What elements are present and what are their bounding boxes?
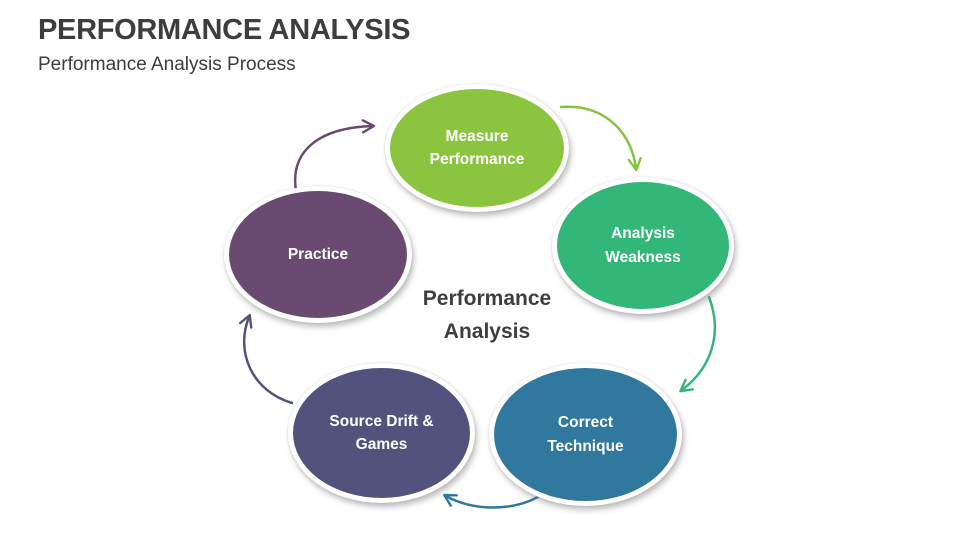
- node-label-line: Source Drift &: [329, 412, 434, 430]
- node-label-line: Performance: [429, 151, 525, 168]
- center-label-line: Performance: [422, 287, 552, 310]
- arrow-practice-to-measure: [293, 119, 376, 193]
- arrow-analysis-to-correct: [679, 295, 717, 393]
- heading-block: PERFORMANCE ANALYSIS Performance Analysi…: [38, 14, 410, 77]
- node-label-line: Weakness: [605, 248, 681, 266]
- arrow-source-to-practice: [238, 313, 294, 405]
- arrow-correct-to-source: [443, 490, 548, 509]
- node-analysis-weakness: Analysis Weakness: [552, 177, 734, 314]
- node-label-line: Correct: [557, 414, 614, 432]
- node-label-line: Games: [355, 436, 408, 453]
- slide-subtitle: Performance Analysis Process: [38, 54, 296, 76]
- diagram-center-label: Performance Analysis: [392, 283, 582, 348]
- node-measure-performance: Measure Performance: [385, 84, 569, 212]
- center-label-line: Analysis: [443, 319, 531, 343]
- node-label-line: Measure: [445, 127, 509, 145]
- node-label-line: Analysis: [611, 225, 675, 243]
- arrow-measure-to-analysis: [559, 105, 642, 172]
- slide-title: PERFORMANCE ANALYSIS: [38, 14, 411, 46]
- node-label-line: Practice: [287, 245, 349, 263]
- node-correct-technique: Correct Technique: [489, 363, 682, 506]
- node-source-drift-games: Source Drift & Games: [288, 363, 475, 503]
- node-practice: Practice: [224, 186, 412, 323]
- node-label-line: Technique: [547, 437, 624, 455]
